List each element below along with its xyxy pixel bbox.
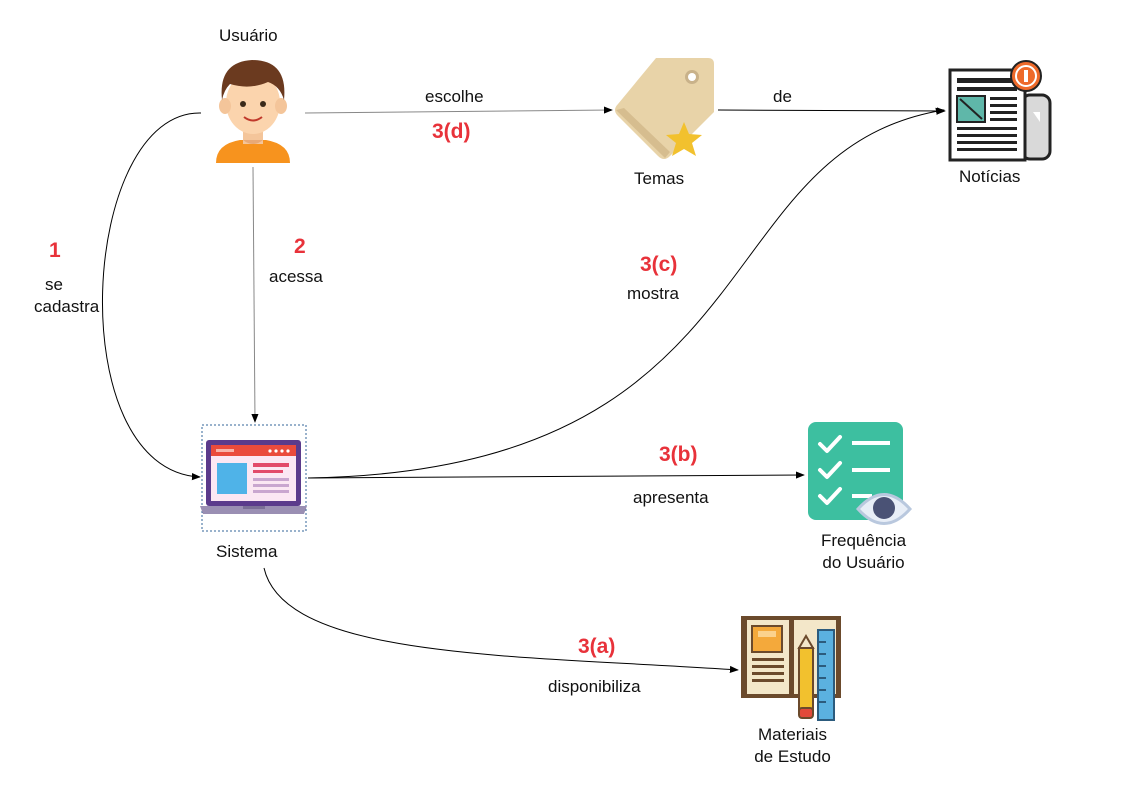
- node-label-materiais-line1: Materiais: [758, 725, 827, 744]
- node-label-sistema: Sistema: [216, 542, 278, 561]
- node-label-materiais-line2: de Estudo: [754, 747, 831, 766]
- user-avatar-icon: [216, 60, 290, 163]
- edge-label-escolhe: escolhe: [425, 87, 484, 106]
- tag-star-icon: [615, 58, 714, 159]
- books-ruler-pencil-icon: [741, 616, 841, 721]
- newspaper-icon: [948, 60, 1052, 162]
- checklist-eye-icon: [808, 422, 913, 525]
- node-label-noticias: Notícias: [959, 167, 1021, 186]
- step-3c: 3(c): [640, 253, 678, 276]
- edge-label-cadastra-line2: cadastra: [34, 297, 100, 316]
- step-3a: 3(a): [578, 635, 616, 658]
- edge-acessa: [251, 166, 259, 423]
- edge-label-acessa: acessa: [269, 267, 323, 286]
- node-label-frequencia: Frequência do Usuário: [806, 530, 921, 574]
- node-label-frequencia-line2: do Usuário: [822, 553, 905, 572]
- edge-label-de: de: [773, 87, 792, 106]
- step-1: 1: [49, 239, 61, 262]
- laptop-icon: [200, 424, 307, 532]
- edge-label-mostra: mostra: [627, 284, 679, 303]
- edge-de: [717, 107, 946, 115]
- node-label-usuario: Usuário: [219, 26, 278, 45]
- edge-label-cadastra: se cadastra: [34, 274, 114, 318]
- edge-label-disponibiliza: disponibiliza: [548, 677, 641, 696]
- edge-mostra: [307, 107, 945, 479]
- edge-label-apresenta: apresenta: [633, 488, 709, 507]
- step-2: 2: [294, 235, 306, 258]
- edge-apresenta: [307, 471, 805, 479]
- edge-escolhe: [304, 106, 613, 114]
- edge-disponibiliza: [263, 567, 739, 674]
- edge-cadastra: [101, 112, 202, 481]
- step-3b: 3(b): [659, 443, 698, 466]
- step-3d: 3(d): [432, 120, 471, 143]
- node-label-materiais: Materiais de Estudo: [735, 724, 850, 768]
- edge-label-cadastra-line1: se: [45, 275, 63, 294]
- node-label-frequencia-line1: Frequência: [820, 531, 907, 550]
- node-label-temas: Temas: [634, 169, 685, 188]
